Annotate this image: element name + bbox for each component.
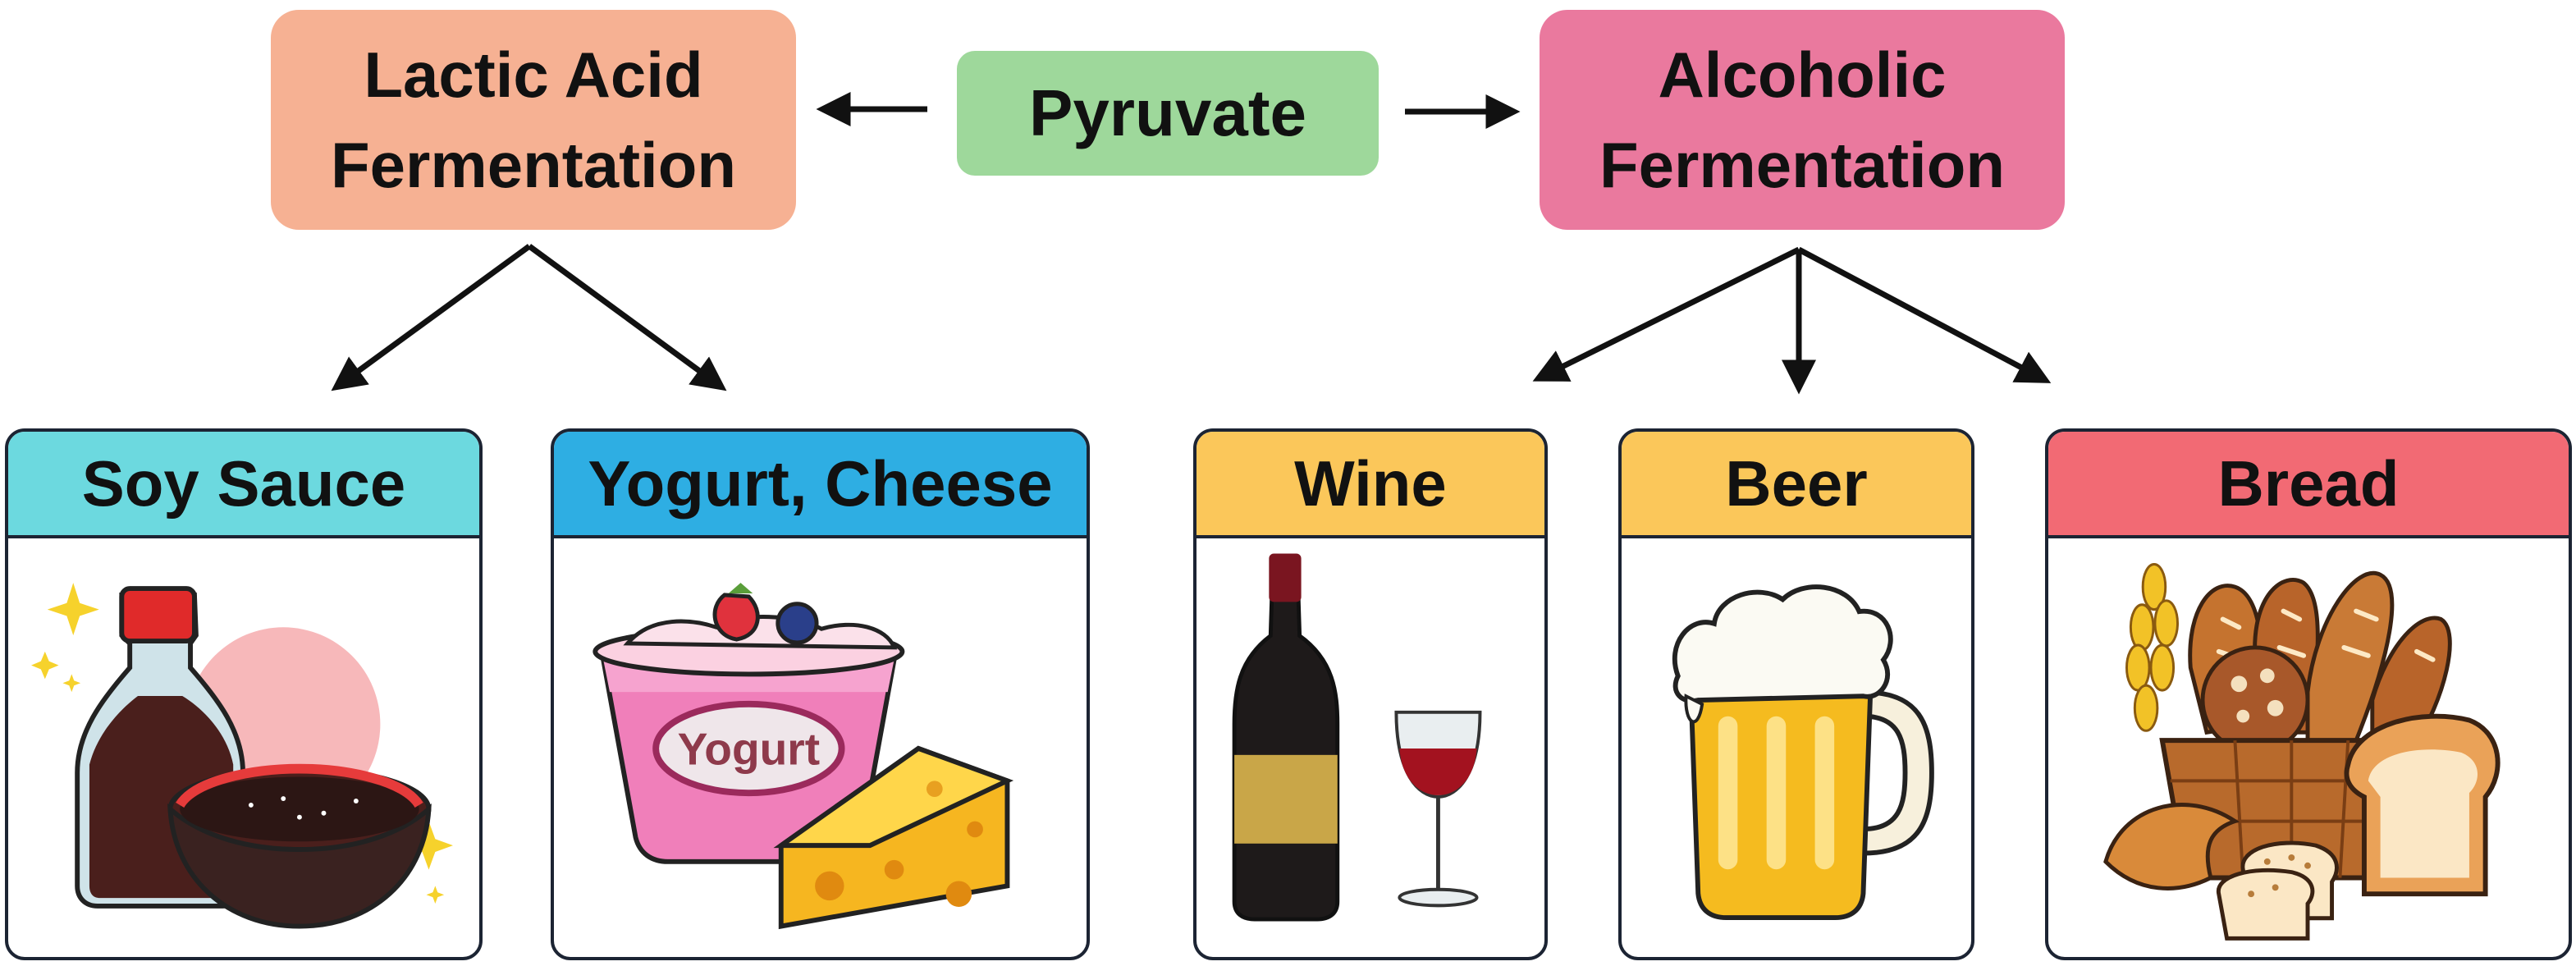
wine-card: Wine bbox=[1193, 428, 1548, 960]
beer-mug-illustration bbox=[1622, 538, 1971, 957]
arrow-alcoholic-to-bread bbox=[1797, 246, 2052, 383]
pyruvate-node: Pyruvate bbox=[957, 51, 1379, 176]
beer-card-header: Beer bbox=[1622, 432, 1971, 538]
arrow-alcoholic-to-wine bbox=[1532, 246, 1800, 382]
alcoholic-node-line1: Alcoholic bbox=[1658, 39, 1947, 111]
alcoholic-fermentation-node: Alcoholic Fermentation bbox=[1540, 10, 2065, 230]
soy-sauce-illustration bbox=[8, 538, 479, 957]
alcoholic-node-line2: Fermentation bbox=[1599, 129, 2006, 201]
yogurt-cheese-illustration: Yogurt bbox=[554, 538, 1087, 957]
arrow-lactic-to-soy-sauce bbox=[331, 244, 532, 391]
wine-card-header: Wine bbox=[1196, 432, 1544, 538]
bread-card: Bread bbox=[2045, 428, 2572, 960]
soy-sauce-card: Soy Sauce bbox=[5, 428, 483, 960]
pyruvate-label: Pyruvate bbox=[1029, 76, 1306, 149]
lactic-node-line2: Fermentation bbox=[330, 129, 737, 201]
wine-illustration bbox=[1196, 538, 1544, 957]
arrow-lactic-to-yogurt bbox=[527, 244, 727, 391]
bread-basket-illustration bbox=[2048, 538, 2569, 957]
lactic-node-line1: Lactic Acid bbox=[364, 39, 703, 111]
beer-card: Beer bbox=[1618, 428, 1974, 960]
soy-sauce-card-header: Soy Sauce bbox=[8, 432, 479, 538]
yogurt-cheese-card: Yogurt, Cheese Yogurt bbox=[551, 428, 1090, 960]
yogurt-cup-label: Yogurt bbox=[678, 724, 821, 775]
lactic-acid-fermentation-node: Lactic Acid Fermentation bbox=[271, 10, 796, 230]
yogurt-cheese-card-header: Yogurt, Cheese bbox=[554, 432, 1087, 538]
bread-card-header: Bread bbox=[2048, 432, 2569, 538]
